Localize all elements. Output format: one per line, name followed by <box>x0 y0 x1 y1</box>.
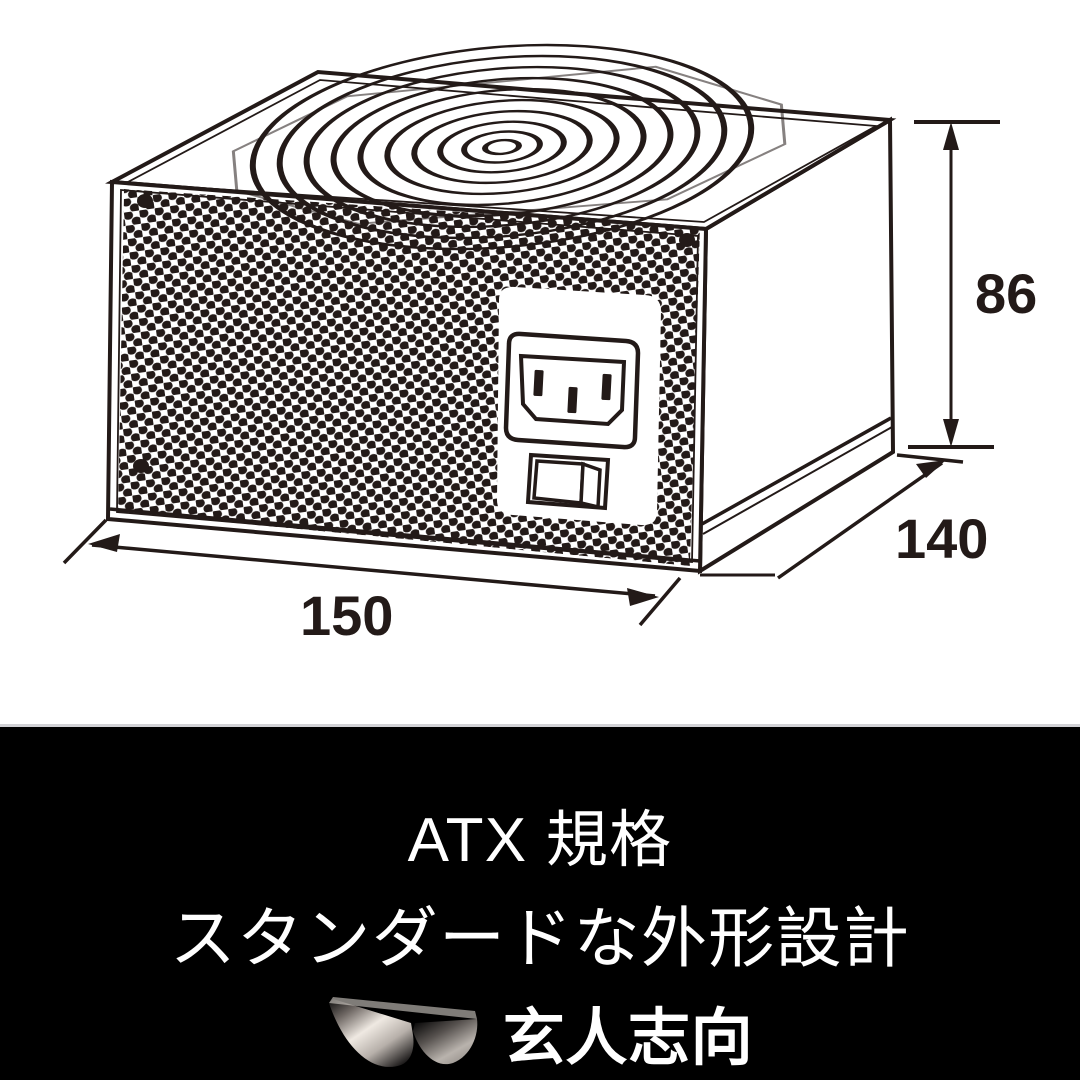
socket-pin-line <box>533 369 544 397</box>
visor-lens-right <box>412 1019 478 1065</box>
visor-top-highlight <box>328 997 477 1019</box>
dimension-depth: 140 <box>700 453 988 580</box>
psu-line-drawing: 86 140 150 <box>62 43 1037 647</box>
dimension-height: 86 <box>908 120 1037 449</box>
visor-lens-left <box>328 999 414 1067</box>
width-arrow-right <box>627 588 659 606</box>
caption-line-2: スタンダードな外形設計 <box>169 901 911 975</box>
brand-wordmark: 玄人志向 <box>502 1004 754 1073</box>
psu-right-base-strip-inner <box>702 426 893 535</box>
socket-pin-earth <box>567 386 578 414</box>
caption-banner: ATX 規格 スタンダードな外形設計 <box>0 724 1080 1080</box>
brand-logo: 玄人志向 <box>0 993 1080 1080</box>
psu-top-face-inset <box>122 79 880 223</box>
iec-power-socket[interactable] <box>503 331 641 450</box>
width-tick-right <box>638 576 682 627</box>
width-dimension-label: 150 <box>300 584 393 647</box>
height-dimension-label: 86 <box>975 262 1037 325</box>
width-arrow-left <box>88 534 120 552</box>
psu-right-base-strip <box>701 416 892 526</box>
caption-line-1: ATX 規格 <box>407 806 673 875</box>
height-arrow-down <box>943 419 959 447</box>
screw-hole-bottom-left <box>133 459 149 473</box>
width-dimension-line <box>91 543 656 598</box>
kuroutoshikou-visor-icon <box>328 997 478 1067</box>
screw-hole-top-right <box>679 233 695 247</box>
psu-illustration-panel: 86 140 150 <box>62 43 1038 647</box>
depth-dimension-line <box>776 461 944 580</box>
switch-face-right <box>579 461 602 510</box>
power-switch[interactable] <box>525 452 611 511</box>
dimension-width: 150 <box>62 518 682 647</box>
switch-face-left <box>532 459 585 505</box>
height-arrow-up <box>943 122 959 150</box>
socket-pin-neutral <box>601 373 612 401</box>
depth-arrow <box>916 460 946 478</box>
depth-extension-far <box>896 453 964 464</box>
depth-dimension-label: 140 <box>895 507 988 570</box>
width-tick-left <box>62 518 108 565</box>
screw-hole-top-left <box>137 194 153 208</box>
